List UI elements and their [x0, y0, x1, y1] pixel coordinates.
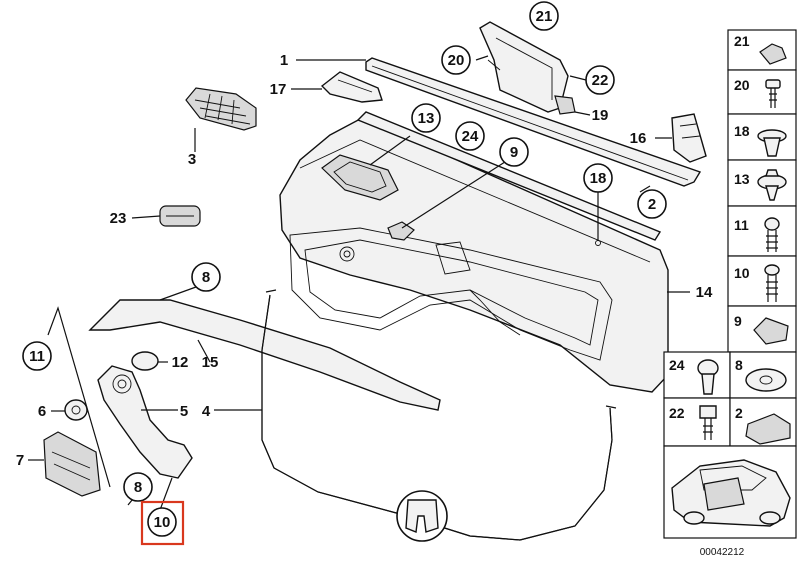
svg-text:10: 10 [154, 514, 171, 531]
diagram-reference-number: 00042212 [700, 547, 745, 558]
callout-8-top[interactable]: 8 [191, 262, 221, 292]
svg-text:8: 8 [735, 357, 743, 373]
svg-text:24: 24 [669, 357, 685, 373]
svg-text:17: 17 [270, 81, 287, 98]
callout-10-highlighted[interactable]: 10 [140, 500, 185, 546]
door-trim-panel-14 [279, 117, 669, 393]
fastener-cell-13[interactable]: 13 [727, 159, 797, 207]
callout-2[interactable]: 2 [637, 189, 667, 219]
speaker-grille-3 [185, 87, 257, 131]
fastener-cell-18[interactable]: 18 [727, 113, 797, 161]
svg-text:14: 14 [696, 284, 713, 301]
callout-8-bottom[interactable]: 8 [123, 472, 153, 502]
callout-12[interactable]: 12 [172, 354, 189, 371]
svg-text:13: 13 [418, 110, 435, 127]
fastener-cell-24[interactable]: 24 [663, 351, 731, 399]
callout-22[interactable]: 22 [585, 65, 615, 95]
callout-6[interactable]: 6 [38, 403, 46, 420]
badge-23 [159, 205, 201, 227]
callout-24[interactable]: 24 [455, 121, 485, 151]
callout-17[interactable]: 17 [270, 81, 287, 98]
fastener-cell-9[interactable]: 9 [727, 305, 797, 353]
washer-6 [64, 399, 88, 421]
carrier-bracket-21 [479, 21, 576, 115]
svg-text:18: 18 [590, 170, 607, 187]
callouts: 21 20 22 1 17 19 13 24 16 3 9 18 2 23 8 … [16, 1, 713, 546]
highlight-box [140, 500, 185, 546]
svg-text:10: 10 [734, 265, 750, 281]
svg-text:12: 12 [172, 354, 189, 371]
svg-text:21: 21 [536, 8, 553, 25]
svg-text:8: 8 [134, 479, 142, 496]
svg-text:19: 19 [592, 107, 609, 124]
svg-text:13: 13 [734, 171, 750, 187]
svg-text:1: 1 [280, 52, 288, 69]
trim-strip-15 [88, 299, 441, 411]
callout-4[interactable]: 4 [202, 403, 211, 420]
clip-detail-zoom [396, 490, 448, 542]
svg-text:11: 11 [734, 217, 749, 233]
svg-text:21: 21 [734, 33, 750, 49]
bracket-16 [671, 113, 707, 163]
fastener-cell-21[interactable]: 21 [727, 29, 797, 71]
svg-text:15: 15 [202, 354, 219, 371]
fastener-cell-22[interactable]: 22 [663, 397, 731, 447]
callout-7[interactable]: 7 [16, 452, 24, 469]
svg-text:9: 9 [510, 144, 518, 161]
callout-18[interactable]: 18 [583, 163, 613, 193]
pull-handle-5 [97, 365, 193, 479]
svg-text:6: 6 [38, 403, 46, 420]
svg-text:24: 24 [462, 128, 479, 145]
svg-text:3: 3 [188, 151, 196, 168]
svg-text:11: 11 [29, 348, 45, 365]
svg-text:2: 2 [648, 196, 656, 213]
fastener-grid: 21 20 18 13 11 [663, 29, 797, 539]
callout-20[interactable]: 20 [441, 45, 471, 75]
vehicle-location-thumbnail [663, 445, 797, 539]
svg-text:16: 16 [630, 130, 647, 147]
callout-11[interactable]: 11 [22, 341, 52, 371]
callout-1[interactable]: 1 [280, 52, 288, 69]
fastener-cell-20[interactable]: 20 [727, 69, 797, 115]
svg-text:7: 7 [16, 452, 24, 469]
callout-23[interactable]: 23 [110, 210, 127, 227]
cap-12 [131, 351, 159, 371]
svg-text:2: 2 [735, 405, 743, 421]
clip-carrier-7 [43, 431, 101, 497]
svg-text:22: 22 [592, 72, 609, 89]
callout-3[interactable]: 3 [188, 151, 196, 168]
svg-text:22: 22 [669, 405, 685, 421]
svg-text:8: 8 [202, 269, 210, 286]
callout-16[interactable]: 16 [630, 130, 647, 147]
window-seal-strip-2 [365, 57, 702, 187]
callout-14[interactable]: 14 [696, 284, 713, 301]
callout-15[interactable]: 15 [202, 354, 219, 371]
svg-text:4: 4 [202, 403, 211, 420]
fastener-cell-11[interactable]: 11 [727, 205, 797, 257]
svg-text:18: 18 [734, 123, 750, 139]
svg-text:9: 9 [734, 313, 742, 329]
svg-text:23: 23 [110, 210, 127, 227]
fastener-cell-2[interactable]: 2 [729, 397, 797, 447]
clip-17 [320, 71, 383, 103]
fastener-cell-10[interactable]: 10 [727, 255, 797, 307]
callout-13[interactable]: 13 [411, 103, 441, 133]
svg-text:20: 20 [448, 52, 465, 69]
inner-seal-strip [356, 111, 662, 241]
callout-5[interactable]: 5 [180, 403, 188, 420]
leader-lines [28, 55, 690, 511]
fastener-cell-8[interactable]: 8 [729, 351, 797, 399]
svg-text:20: 20 [734, 77, 750, 93]
callout-21[interactable]: 21 [529, 1, 559, 31]
callout-9[interactable]: 9 [499, 137, 529, 167]
svg-text:5: 5 [180, 403, 188, 420]
callout-19[interactable]: 19 [592, 107, 609, 124]
